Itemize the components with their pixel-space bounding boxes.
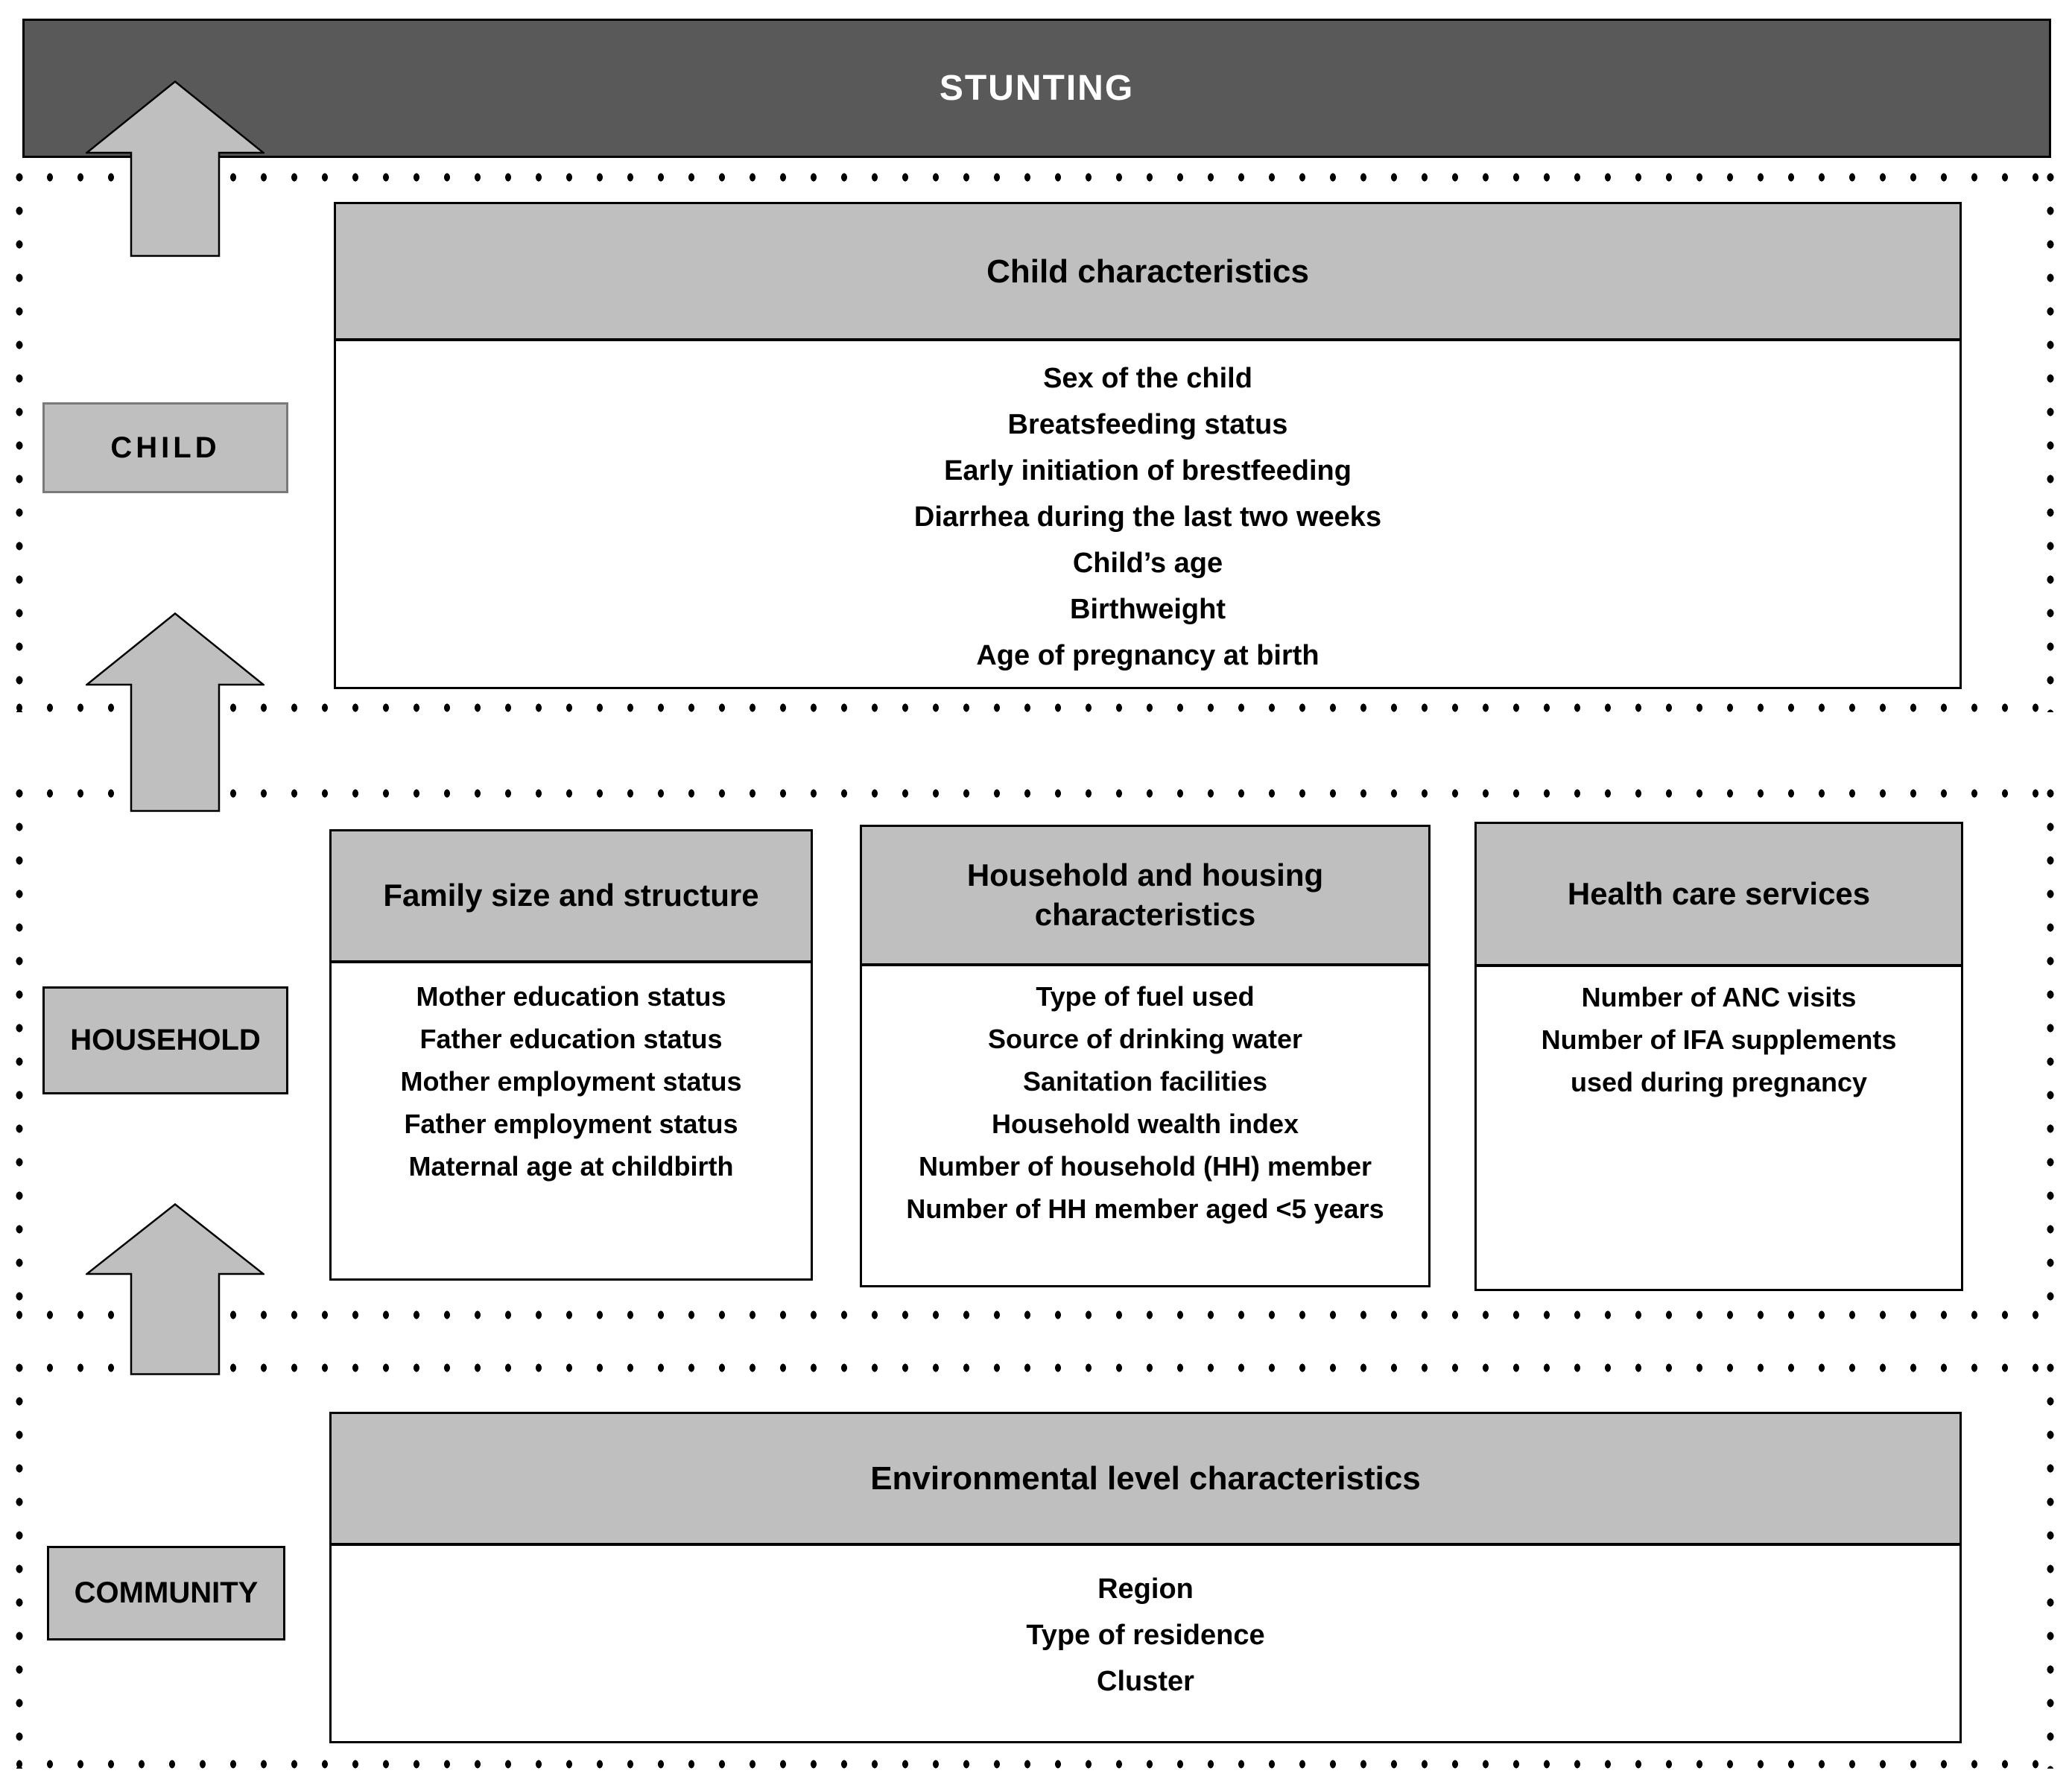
list-item: Sex of the child [1043,363,1252,394]
environmental-level-characteristics-box: Environmental level characteristics Regi… [329,1412,1962,1743]
household-housing-characteristics-box: Household and housing characteristics Ty… [860,825,1431,1287]
list-item: Age of pregnancy at birth [976,640,1319,671]
list-item: Cluster [1097,1666,1194,1697]
list-item: Household wealth index [991,1109,1299,1139]
dotted-border-right [2046,1363,2055,1769]
box-title: Household and housing characteristics [966,857,1324,932]
box-items: Sex of the child Breatsfeeding status Ea… [336,341,1959,679]
family-size-structure-box: Family size and structure Mother educati… [329,829,813,1281]
box-header: Household and housing characteristics [862,827,1428,966]
list-item: Diarrhea during the last two weeks [913,501,1382,533]
list-item: Child’s age [1072,548,1223,579]
list-item: Number of IFA supplements [1541,1024,1897,1055]
list-item: Sanitation facilities [1022,1066,1268,1097]
list-item: Region [1097,1573,1194,1605]
community-level-label: COMMUNITY [47,1546,285,1640]
list-item: Number of HH member aged <5 years [906,1193,1384,1224]
dotted-border-top [15,789,2052,798]
dotted-border-right [2046,789,2055,1319]
box-title: Health care services [1567,875,1871,911]
list-item: Father employment status [404,1109,738,1139]
label-text: HOUSEHOLD [70,1024,261,1056]
box-header: Family size and structure [332,831,811,963]
label-text: COMMUNITY [74,1576,259,1609]
health-care-services-box: Health care services Number of ANC visit… [1474,822,1963,1291]
dotted-border-left [15,1363,24,1769]
dotted-border-bottom [15,703,2052,712]
box-title: Child characteristics [986,253,1309,290]
list-item: Father education status [419,1024,723,1054]
list-item: Number of household (HH) member [918,1151,1372,1182]
label-text: CHILD [110,431,221,464]
box-items: Region Type of residence Cluster [332,1546,1959,1705]
dotted-border-bottom [15,1760,2052,1769]
box-items: Mother education status Father education… [332,963,811,1188]
up-arrow-household-to-child-icon [86,612,264,812]
list-item: Birthweight [1070,594,1226,625]
list-item: Number of ANC visits [1581,982,1857,1012]
box-items: Type of fuel used Source of drinking wat… [862,966,1428,1230]
box-header: Health care services [1477,824,1961,967]
child-characteristics-box: Child characteristics Sex of the child B… [334,202,1962,689]
list-item: Type of fuel used [1036,981,1255,1012]
box-title: Family size and structure [383,878,759,913]
box-items: Number of ANC visits Number of IFA suppl… [1477,967,1961,1103]
list-item: used during pregnancy [1570,1067,1868,1097]
stunting-banner: STUNTING [22,19,2051,158]
banner-title: STUNTING [939,69,1135,108]
list-item: Source of drinking water [987,1024,1303,1054]
dotted-border-top [15,173,2052,182]
box-header: Child characteristics [336,204,1959,341]
dotted-border-right [2046,173,2055,712]
dotted-border-bottom [15,1310,2052,1319]
list-item: Type of residence [1026,1620,1265,1651]
child-level-label: CHILD [42,402,288,493]
box-title: Environmental level characteristics [870,1460,1421,1497]
household-level-label: HOUSEHOLD [42,986,288,1094]
list-item: Breatsfeeding status [1007,409,1288,440]
dotted-border-top [15,1363,2052,1372]
dotted-border-left [15,789,24,1319]
list-item: Early initiation of brestfeeding [944,455,1352,486]
box-header: Environmental level characteristics [332,1414,1959,1546]
list-item: Maternal age at childbirth [408,1151,734,1182]
dotted-border-left [15,173,24,712]
up-arrow-child-to-stunting-icon [86,80,264,257]
up-arrow-community-to-household-icon [86,1203,264,1375]
list-item: Mother employment status [400,1066,742,1097]
list-item: Mother education status [416,981,726,1012]
